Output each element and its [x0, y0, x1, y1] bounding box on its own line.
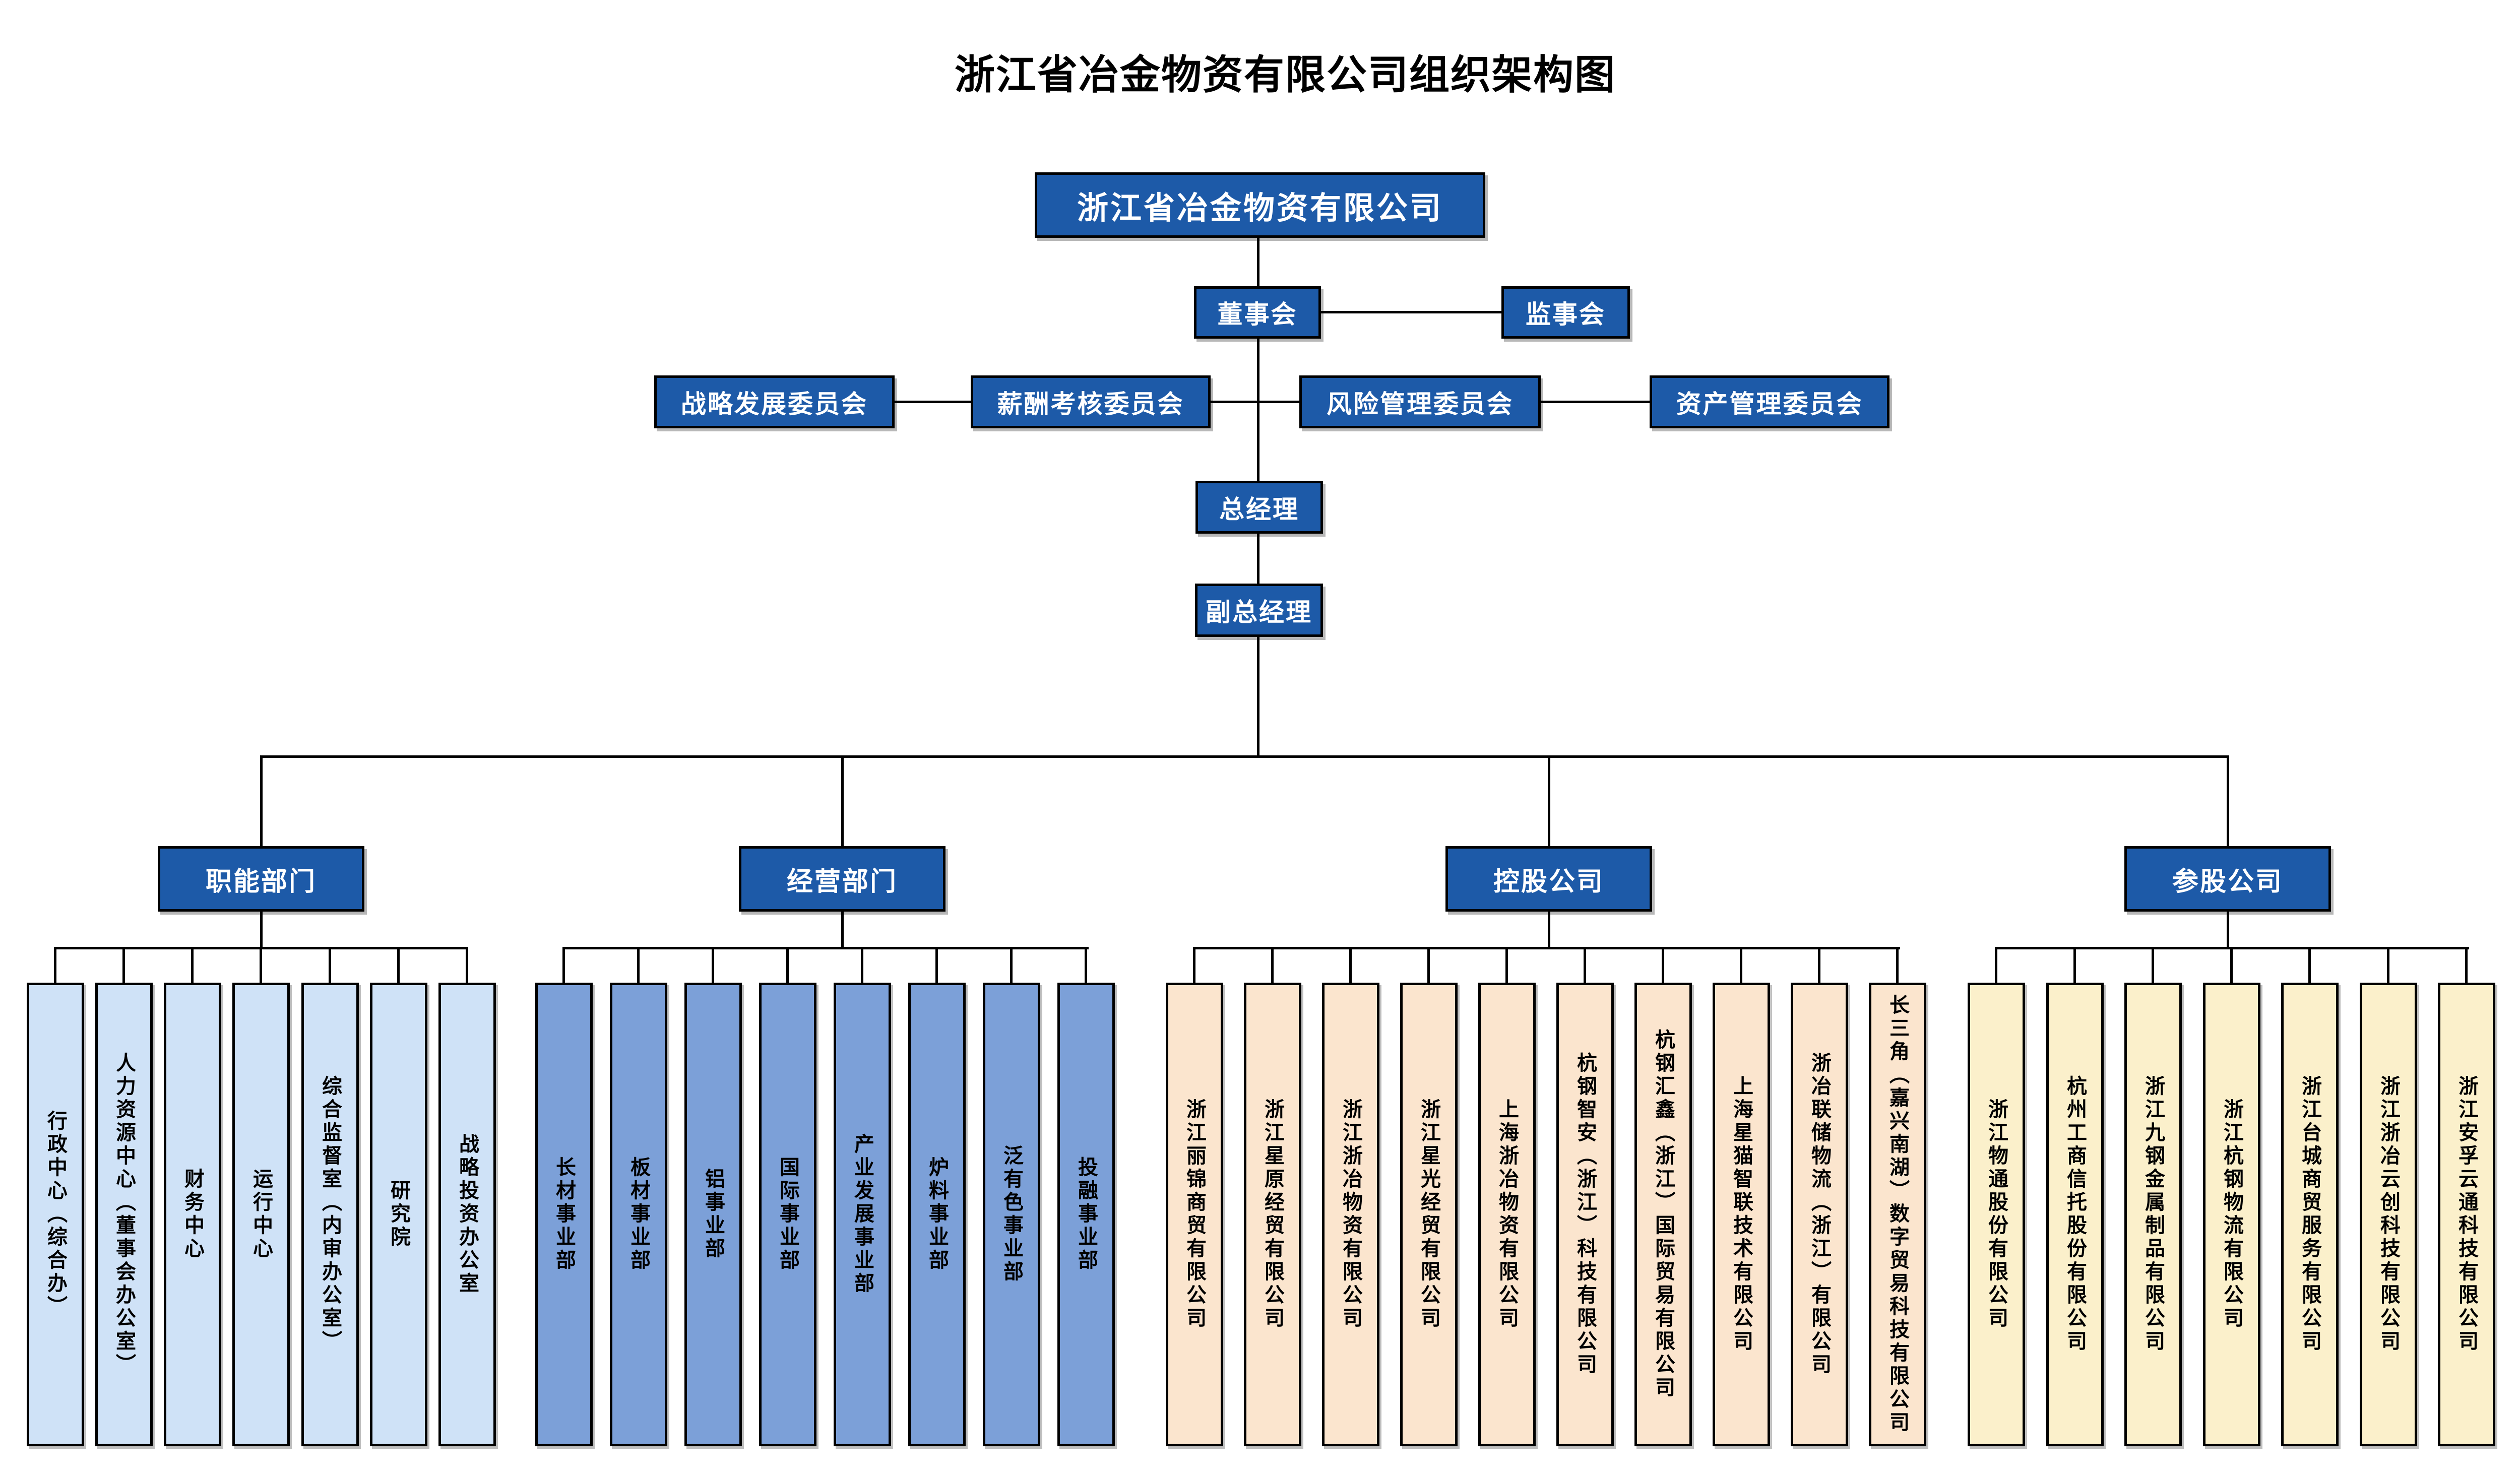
connector-line [1548, 911, 1550, 949]
connector-line [260, 755, 2229, 758]
org-node-committee-risk: 风险管理委员会 [1299, 375, 1541, 428]
org-node-board: 董事会 [1194, 286, 1321, 339]
org-node-root: 浙江省冶金物资有限公司 [1035, 172, 1485, 238]
dept-node: 研究院 [370, 947, 427, 1446]
connector-line [1540, 401, 1651, 403]
dept-node: 投融事业部 [1057, 947, 1115, 1446]
connector-line [2227, 911, 2229, 949]
connector-line [1257, 237, 1259, 288]
dept-node: 战略投资办公室 [438, 947, 496, 1446]
company-node: 杭州工商信托股份有限公司 [2046, 947, 2104, 1446]
connector-line [1257, 533, 1259, 585]
company-node: 浙冶联储物流（浙江）有限公司 [1791, 947, 1848, 1446]
connector-line [1210, 401, 1300, 403]
dept-node: 综合监督室（内审办公室） [301, 947, 359, 1446]
company-node: 浙江星原经贸有限公司 [1244, 947, 1301, 1446]
branch-header-functional: 职能部门 [158, 846, 364, 912]
dept-node: 财务中心 [164, 947, 221, 1446]
dept-node: 板材事业部 [610, 947, 667, 1446]
connector-line [1548, 755, 1550, 847]
branch-header-business: 经营部门 [739, 846, 946, 912]
connector-line [1257, 338, 1259, 483]
org-node-supervisory: 监事会 [1501, 286, 1630, 339]
branch-header-holding: 控股公司 [1445, 846, 1652, 912]
company-node: 浙江星光经贸有限公司 [1400, 947, 1458, 1446]
connector-line [1257, 636, 1259, 758]
company-node: 浙江台城商贸服务有限公司 [2281, 947, 2339, 1446]
connector-line [894, 401, 972, 403]
connector-line [260, 755, 263, 847]
dept-node: 行政中心（综合办） [27, 947, 84, 1446]
connector-line [841, 911, 844, 949]
connector-line [564, 947, 1089, 949]
company-node: 长三角（嘉兴南湖）数字贸易科技有限公司 [1869, 947, 1926, 1446]
company-node: 上海浙冶物资有限公司 [1478, 947, 1536, 1446]
company-node: 浙江安孚云通科技有限公司 [2438, 947, 2495, 1446]
company-node: 浙江物通股份有限公司 [1968, 947, 2025, 1446]
branch-header-minority: 参股公司 [2124, 846, 2331, 912]
company-node: 杭钢智安（浙江）科技有限公司 [1556, 947, 1614, 1446]
org-node-committee-compensation: 薪酬考核委员会 [971, 375, 1211, 428]
chart-title: 浙江省冶金物资有限公司组织架构图 [955, 52, 1616, 97]
connector-line [1320, 311, 1502, 313]
org-node-committee-strategy: 战略发展委员会 [654, 375, 895, 428]
dept-node: 产业发展事业部 [834, 947, 891, 1446]
company-node: 浙江浙冶物资有限公司 [1322, 947, 1379, 1446]
company-node: 浙江杭钢物流有限公司 [2203, 947, 2260, 1446]
org-node-deputy-general-manager: 副总经理 [1195, 584, 1323, 637]
connector-line [1194, 947, 1900, 949]
connector-line [841, 755, 844, 847]
dept-node: 炉料事业部 [908, 947, 966, 1446]
company-node: 浙江浙冶云创科技有限公司 [2360, 947, 2417, 1446]
connector-line [260, 911, 263, 949]
org-node-committee-asset: 资产管理委员会 [1650, 375, 1889, 428]
dept-node: 泛有色事业部 [983, 947, 1040, 1446]
company-node: 浙江丽锦商贸有限公司 [1166, 947, 1223, 1446]
company-node: 杭钢汇鑫（浙江）国际贸易有限公司 [1634, 947, 1692, 1446]
dept-node: 人力资源中心（董事会办公室） [95, 947, 153, 1446]
dept-node: 长材事业部 [535, 947, 593, 1446]
company-node: 上海星猫智联技术有限公司 [1713, 947, 1770, 1446]
org-node-general-manager: 总经理 [1195, 481, 1323, 534]
dept-node: 铝事业部 [684, 947, 742, 1446]
dept-node: 运行中心 [232, 947, 290, 1446]
connector-line [2227, 755, 2229, 847]
company-node: 浙江九钢金属制品有限公司 [2124, 947, 2182, 1446]
dept-node: 国际事业部 [759, 947, 816, 1446]
